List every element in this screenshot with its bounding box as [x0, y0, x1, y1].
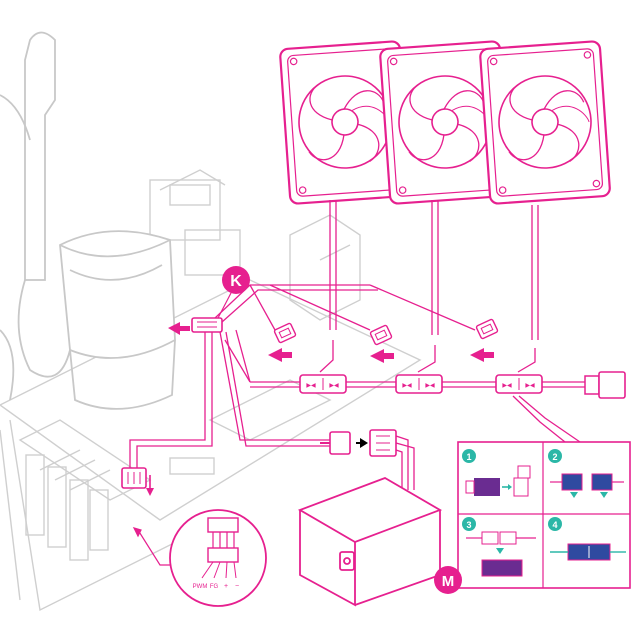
molex-connector: [329, 429, 397, 457]
step-1-label: 1: [466, 452, 471, 462]
step-4: 4: [548, 517, 626, 561]
splitter-hub-1: [299, 374, 347, 394]
fan-connector-3: [475, 318, 499, 340]
arrow-icon: [168, 322, 494, 363]
fan-connector-2: [369, 324, 393, 346]
chain-end-plug: [584, 371, 626, 399]
psu-box: [297, 477, 443, 607]
pin-label-plus: +: [224, 583, 228, 590]
splitter-hub-3: [495, 374, 543, 394]
psu-cable: [395, 435, 415, 490]
step-2: 2: [548, 449, 624, 498]
callout-k-label: K: [230, 273, 242, 290]
step-3-label: 3: [466, 520, 471, 530]
pin-label-fg: FG: [210, 584, 219, 590]
callout-m: M: [434, 566, 462, 594]
step-4-label: 4: [552, 520, 557, 530]
fan-connector-1: [273, 322, 297, 344]
step-1: 1: [462, 449, 531, 497]
step-3: 3: [462, 517, 536, 577]
step-2-label: 2: [552, 452, 557, 462]
motherboard-background: [0, 169, 422, 612]
splitter-chain: [224, 329, 585, 388]
pin-label-minus: −: [235, 583, 239, 590]
header-cables: [129, 331, 345, 470]
fan-cables: [214, 200, 539, 340]
pump-head: [0, 31, 176, 410]
splitter-hub-2: [395, 374, 443, 394]
cpu-fan-header: [121, 467, 154, 496]
pin-label-pwm: PWM: [193, 584, 208, 590]
callout-k: K: [217, 266, 250, 319]
fan-3: [478, 39, 612, 206]
pin-detail-zoom: PWM FG + −: [169, 509, 267, 607]
callout-m-label: M: [442, 573, 455, 590]
header-connector-k: [191, 317, 223, 333]
steps-lead-line: [512, 395, 581, 443]
